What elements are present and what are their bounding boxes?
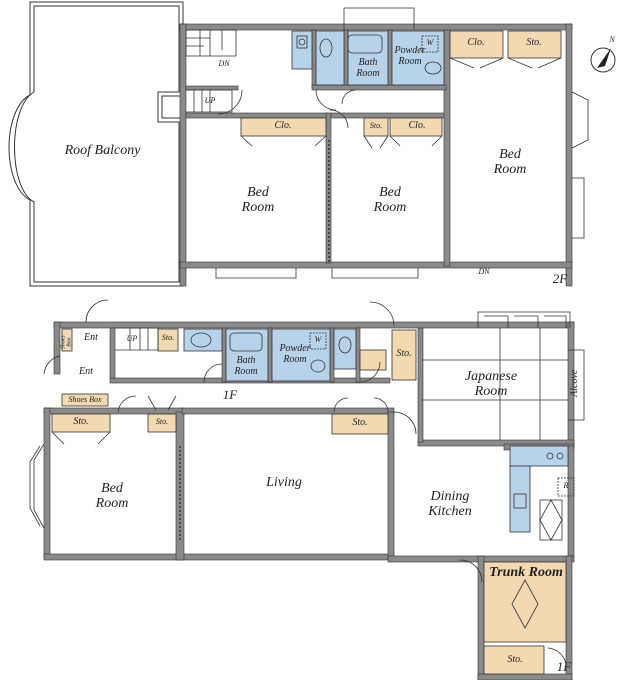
storage-bed-label: Sto. bbox=[73, 416, 89, 427]
stair-up-2f: UP bbox=[204, 96, 216, 105]
compass-north-label: N bbox=[609, 35, 615, 44]
shoes-box-small-label: Shoes Box bbox=[60, 335, 73, 350]
washer-mark-2f: W bbox=[426, 38, 434, 47]
bath-room-1f: Bath Room bbox=[234, 355, 258, 377]
closet-mid-label: Clo. bbox=[408, 120, 426, 131]
trunk-room-label: Trunk Room bbox=[489, 565, 563, 580]
living-label: Living bbox=[266, 475, 302, 490]
compass-icon bbox=[590, 47, 616, 73]
roof-balcony-label: Roof Balcony bbox=[64, 143, 141, 158]
storage-top-label: Sto. bbox=[526, 37, 542, 48]
bath-room-2f: Bath Room bbox=[356, 57, 380, 79]
storage-mid-label: Sto. bbox=[369, 121, 383, 130]
floor-label-1f: 1F bbox=[556, 659, 572, 674]
refrigerator-mark: R bbox=[563, 481, 569, 490]
powder-room-1f: Powder Room bbox=[279, 343, 311, 365]
closet-top-label: Clo. bbox=[467, 37, 485, 48]
japanese-room-label: Japanese Room bbox=[464, 369, 518, 399]
shoes-box-label: Shoes Box bbox=[68, 395, 102, 404]
washer-mark-1f: W bbox=[314, 335, 322, 344]
alcove-label: Alcove bbox=[568, 369, 580, 397]
stair-dn-2f: DN bbox=[218, 59, 230, 68]
storage-living-label: Sto. bbox=[352, 417, 368, 428]
closet-left-label: Clo. bbox=[274, 120, 292, 131]
stair-dn-bottom: DN bbox=[478, 267, 490, 276]
storage-small-label: Sto. bbox=[155, 417, 169, 426]
bed-room-2f-left: Bed Room bbox=[241, 185, 275, 215]
powder-room-2f: Powder Room bbox=[394, 45, 426, 67]
floor-label-1f-mid: 1F bbox=[222, 387, 238, 402]
entrance-bottom-label: Ent bbox=[79, 366, 93, 377]
floor-label-2f: 2F bbox=[552, 271, 568, 286]
bed-room-2f-middle: Bed Room bbox=[373, 185, 407, 215]
entrance-top-label: Ent bbox=[84, 332, 98, 343]
dining-kitchen-label: Dining Kitchen bbox=[428, 489, 472, 519]
stair-up-1f: UP bbox=[126, 334, 138, 343]
storage-trunk-label: Sto. bbox=[507, 654, 523, 665]
bed-room-1f: Bed Room bbox=[95, 481, 129, 511]
bed-room-2f-right: Bed Room bbox=[493, 147, 527, 177]
storage-stair-label: Sto. bbox=[161, 333, 175, 342]
storage-hall-label: Sto. bbox=[396, 348, 412, 359]
